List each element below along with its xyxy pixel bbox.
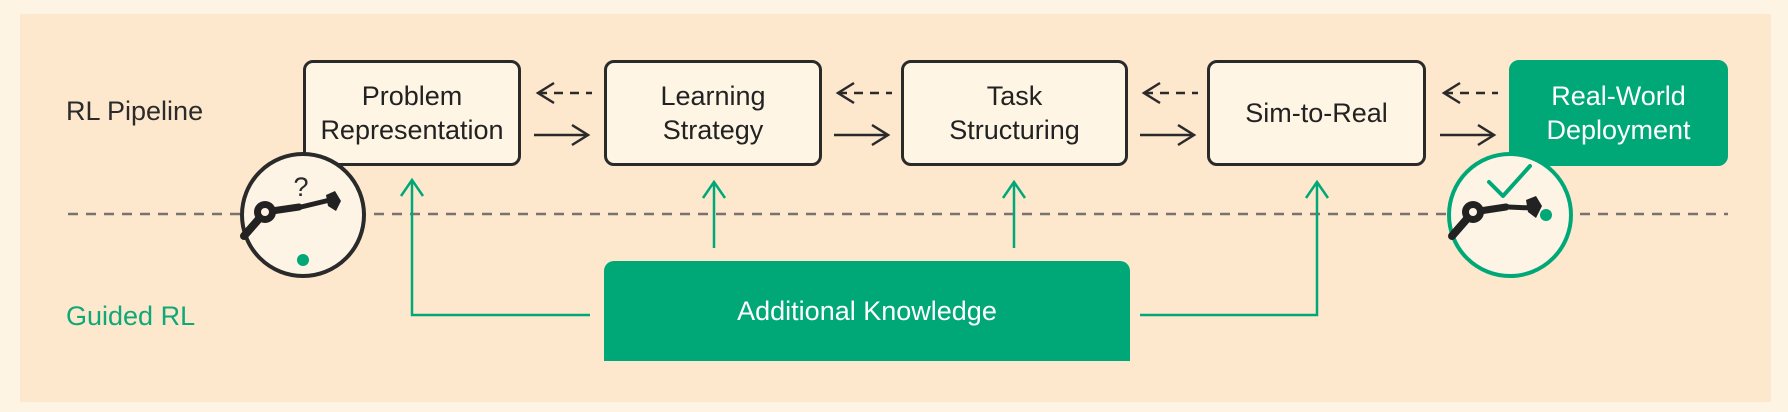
knowledge-arrow-sim2real xyxy=(1140,179,1330,317)
forward-arrows xyxy=(534,123,1497,147)
question-mark: ? xyxy=(293,172,308,202)
feedback-arrows xyxy=(535,81,1498,105)
stage-sim-to-real: Sim-to-Real xyxy=(1207,60,1426,166)
stage-problem-representation: Problem Representation xyxy=(303,60,521,166)
forward-arrow-2 xyxy=(834,123,891,147)
forward-arrow-4 xyxy=(1440,123,1497,147)
knowledge-arrow-structuring xyxy=(1001,179,1027,248)
guided-rl-label: Guided RL xyxy=(66,301,196,331)
stage-real-world-deployment: Real-World Deployment xyxy=(1509,60,1728,166)
knowledge-arrow-strategy xyxy=(701,179,727,248)
feedback-arrow-2 xyxy=(835,81,892,105)
stage-task-structuring: Task Structuring xyxy=(901,60,1128,166)
feedback-arrow-4 xyxy=(1441,81,1498,105)
robot-arm-check-icon xyxy=(1447,152,1573,278)
knowledge-arrows xyxy=(399,177,1330,317)
feedback-arrow-1 xyxy=(535,81,592,105)
forward-arrow-3 xyxy=(1140,123,1197,147)
additional-knowledge-box: Additional Knowledge xyxy=(604,261,1130,361)
robot-arm-question-icon: ? xyxy=(240,152,366,278)
rl-pipeline-label: RL Pipeline xyxy=(66,96,204,126)
feedback-arrow-3 xyxy=(1141,81,1198,105)
forward-arrow-1 xyxy=(534,123,591,147)
stage-learning-strategy: Learning Strategy xyxy=(604,60,822,166)
knowledge-arrow-representation xyxy=(399,177,590,317)
